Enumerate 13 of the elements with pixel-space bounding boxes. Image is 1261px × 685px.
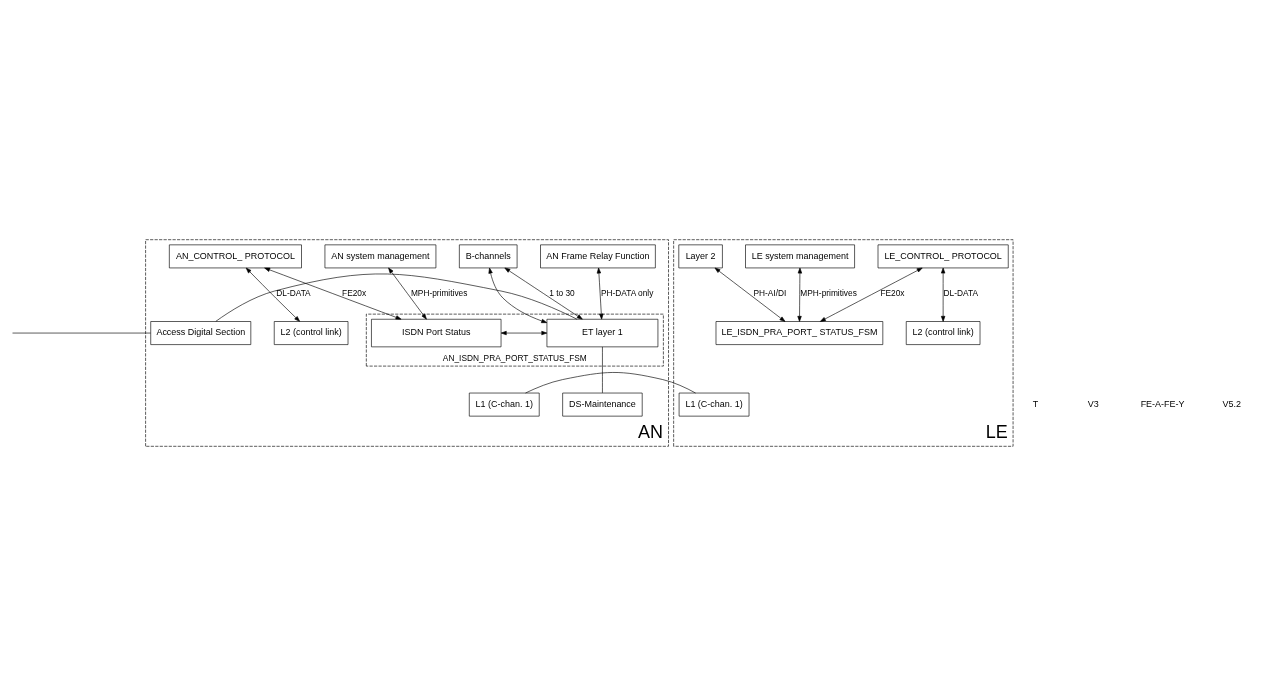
- edge-label: 1 to 30: [549, 287, 575, 298]
- label: V3: [1087, 398, 1099, 409]
- label: V5.2: [1222, 398, 1242, 409]
- edge-label: DL-DATA: [943, 287, 978, 298]
- edge-label: DL-DATA: [276, 287, 311, 298]
- edge-label: MPH-primitives: [410, 287, 468, 298]
- edge-label: PH-DATA only: [600, 287, 654, 298]
- edge-label: FE20x: [342, 287, 367, 298]
- edge-label: PH-AI/DI: [753, 287, 787, 298]
- edge-label: FE20x: [880, 287, 905, 298]
- label: T: [1032, 398, 1039, 409]
- label: FE-A-FE-Y: [1140, 398, 1185, 409]
- edge-label: MPH-primitives: [800, 287, 857, 298]
